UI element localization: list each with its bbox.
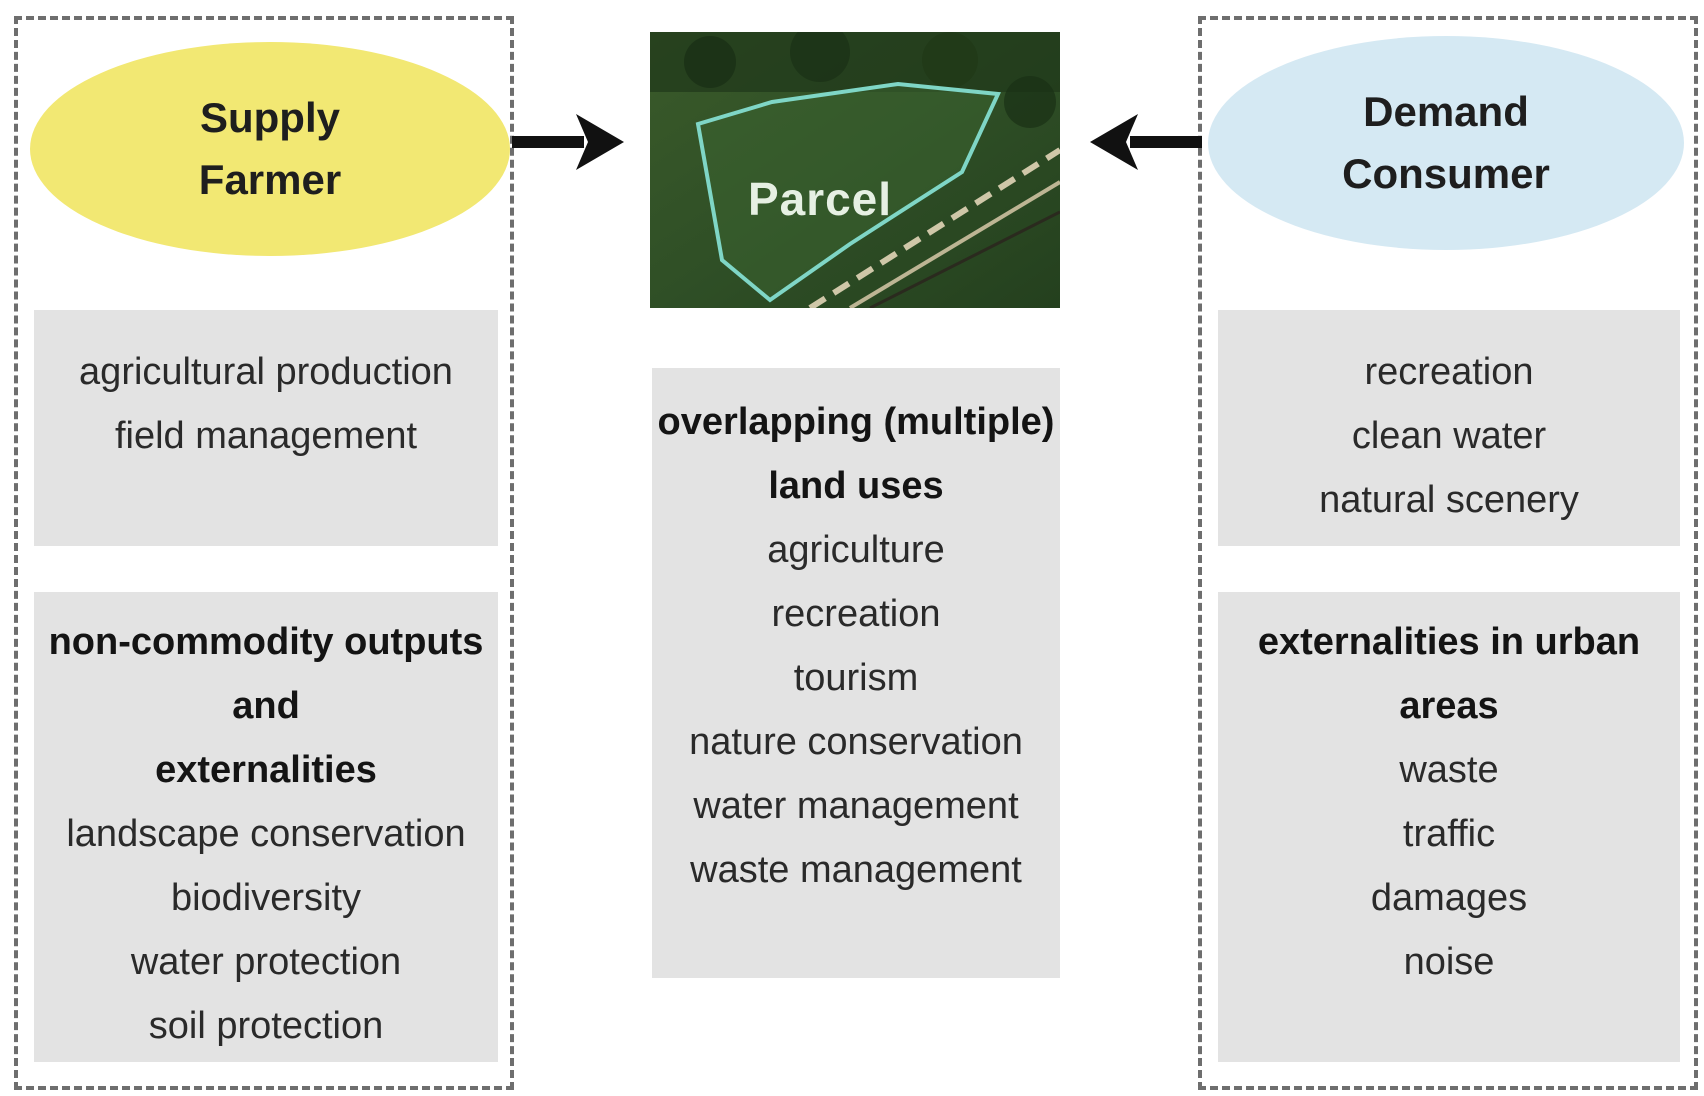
demand-externalities-heading: areas [1399,685,1499,727]
supply-group-frame [14,16,514,1090]
supply-outputs-heading: and [232,685,300,727]
demand-externality-item: noise [1403,941,1495,983]
supply-farmer-ellipse: Supply Farmer [30,42,510,256]
land-use-item: tourism [793,657,919,699]
supply-activity-line: agricultural production [79,351,453,393]
demand-need-line: clean water [1351,415,1547,457]
supply-output-item: water protection [130,941,402,983]
land-use-item: water management [693,785,1019,827]
supply-output-item: landscape conservation [66,813,466,855]
demand-externality-item: damages [1370,877,1528,919]
demand-consumer-ellipse: Demand Consumer [1208,36,1684,250]
demand-externality-item: waste [1399,749,1499,791]
supply-activity-line: field management [114,415,418,457]
supply-outputs-box: non-commodity outputs and externalities … [34,592,498,1062]
supply-output-item: soil protection [148,1005,384,1047]
demand-group-frame [1198,16,1698,1090]
supply-to-parcel-arrow [512,114,624,170]
demand-externality-item: traffic [1402,813,1496,855]
supply-outputs-heading: non-commodity outputs [48,621,484,663]
land-use-item: waste management [690,849,1022,891]
demand-externalities-box: externalities in urban areas waste traff… [1218,592,1680,1062]
supply-subtitle: Farmer [198,156,342,203]
land-uses-heading: land uses [768,465,944,507]
supply-title: Supply [199,94,340,141]
land-use-item: nature conservation [689,721,1023,763]
demand-need-line: recreation [1364,351,1534,393]
land-use-item: recreation [771,593,941,635]
land-use-item: agriculture [767,529,945,571]
demand-externalities-heading: externalities in urban [1257,621,1641,663]
demand-to-parcel-arrow [1090,114,1202,170]
parcel-aerial-image: Parcel [650,32,1060,308]
supply-output-item: biodiversity [170,877,362,919]
supply-activities-box: agricultural production field management [34,310,498,546]
demand-needs-box: recreation clean water natural scenery [1218,310,1680,546]
parcel-aerial-graphic [650,32,1060,308]
land-uses-heading: overlapping (multiple) [657,401,1055,443]
demand-need-line: natural scenery [1319,479,1579,521]
demand-title: Demand [1363,88,1529,135]
demand-subtitle: Consumer [1342,150,1550,197]
supply-outputs-heading: externalities [155,749,377,791]
parcel-land-uses-box: overlapping (multiple) land uses agricul… [652,368,1060,978]
parcel-label: Parcel [747,173,893,225]
